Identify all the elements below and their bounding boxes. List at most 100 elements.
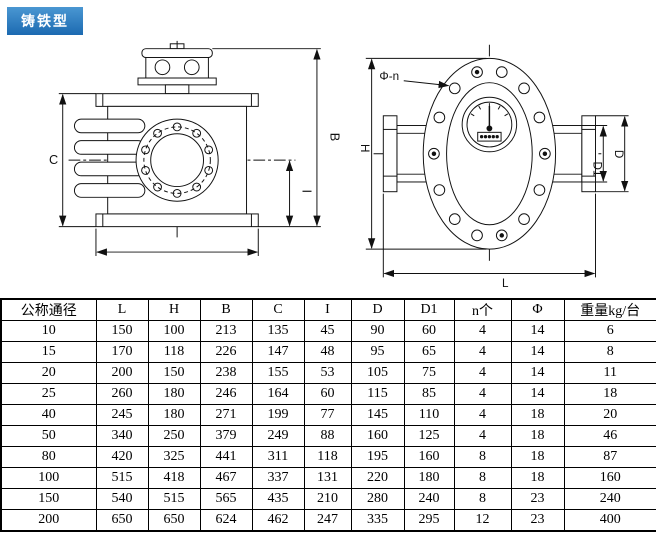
column-header: I <box>303 298 352 321</box>
table-cell: 23 <box>510 509 565 532</box>
table-cell: 53 <box>303 362 352 384</box>
table-cell: 418 <box>147 467 201 489</box>
table-cell: 8 <box>453 488 512 510</box>
table-cell: 4 <box>453 341 512 363</box>
oval-body <box>422 57 557 250</box>
table-cell: 77 <box>303 404 352 426</box>
table-cell: 238 <box>199 362 253 384</box>
table-cell: 18 <box>510 446 565 468</box>
dim-label-d1: D1 <box>591 162 604 177</box>
table-cell: 245 <box>95 404 149 426</box>
table-cell: 160 <box>403 446 455 468</box>
table-cell: 160 <box>563 467 656 489</box>
type-badge: 铸铁型 <box>7 7 83 35</box>
table-cell: 80 <box>0 446 97 468</box>
table-cell: 147 <box>251 341 305 363</box>
table-cell: 50 <box>0 425 97 447</box>
table-cell: 170 <box>95 341 149 363</box>
table-cell: 271 <box>199 404 253 426</box>
table-cell: 18 <box>510 425 565 447</box>
table-cell: 540 <box>95 488 149 510</box>
table-cell: 145 <box>350 404 405 426</box>
table-cell: 100 <box>147 320 201 342</box>
table-cell: 8 <box>563 341 656 363</box>
table-cell: 462 <box>251 509 305 532</box>
table-cell: 85 <box>403 383 455 405</box>
table-cell: 246 <box>199 383 253 405</box>
table-cell: 200 <box>0 509 97 532</box>
table-cell: 565 <box>199 488 253 510</box>
table-cell: 15 <box>0 341 97 363</box>
table-cell: 337 <box>251 467 305 489</box>
table-cell: 20 <box>0 362 97 384</box>
counter-register <box>137 43 217 95</box>
dial-gauge <box>461 96 518 153</box>
table-cell: 515 <box>147 488 201 510</box>
table-cell: 160 <box>350 425 405 447</box>
column-header: Φ <box>510 298 565 321</box>
flange-bolts <box>428 66 551 242</box>
table-cell: 90 <box>350 320 405 342</box>
column-header: D <box>350 298 405 321</box>
technical-drawings: C B I <box>0 35 656 295</box>
dim-label-l: L <box>502 277 509 290</box>
table-cell: 12 <box>453 509 512 532</box>
table-cell: 240 <box>563 488 656 510</box>
table-cell: 8 <box>453 446 512 468</box>
table-cell: 650 <box>147 509 201 532</box>
table-cell: 280 <box>350 488 405 510</box>
table-cell: 247 <box>303 509 352 532</box>
table-cell: 213 <box>199 320 253 342</box>
table-cell: 18 <box>510 404 565 426</box>
dim-label-b: B <box>328 133 343 141</box>
table-cell: 150 <box>0 488 97 510</box>
table-cell: 135 <box>251 320 305 342</box>
table-cell: 295 <box>403 509 455 532</box>
front-view-drawing: C B I <box>49 40 343 256</box>
table-cell: 110 <box>403 404 455 426</box>
table-cell: 624 <box>199 509 253 532</box>
table-cell: 4 <box>453 425 512 447</box>
table-cell: 515 <box>95 467 149 489</box>
column-header: L <box>95 298 149 321</box>
column-header: B <box>199 298 253 321</box>
table-cell: 115 <box>350 383 405 405</box>
column-header: n个 <box>453 298 512 321</box>
table-cell: 14 <box>510 362 565 384</box>
dimension-lines-front <box>58 48 321 256</box>
table-cell: 199 <box>251 404 305 426</box>
table-cell: 4 <box>453 320 512 342</box>
table-cell: 65 <box>403 341 455 363</box>
table-cell: 10 <box>0 320 97 342</box>
table-cell: 4 <box>453 362 512 384</box>
table-cell: 45 <box>303 320 352 342</box>
table-cell: 340 <box>95 425 149 447</box>
table-cell: 100 <box>0 467 97 489</box>
table-cell: 150 <box>95 320 149 342</box>
table-cell: 131 <box>303 467 352 489</box>
table-cell: 180 <box>147 404 201 426</box>
table-cell: 48 <box>303 341 352 363</box>
side-view-drawing: Φ-n H D1 D L <box>358 44 629 290</box>
table-cell: 20 <box>563 404 656 426</box>
table-cell: 18 <box>510 467 565 489</box>
table-cell: 118 <box>303 446 352 468</box>
table-cell: 75 <box>403 362 455 384</box>
table-cell: 200 <box>95 362 149 384</box>
table-cell: 195 <box>350 446 405 468</box>
table-cell: 325 <box>147 446 201 468</box>
table-cell: 18 <box>563 383 656 405</box>
flange-plates <box>382 115 596 193</box>
viewing-window <box>135 118 219 202</box>
table-cell: 250 <box>147 425 201 447</box>
table-cell: 335 <box>350 509 405 532</box>
